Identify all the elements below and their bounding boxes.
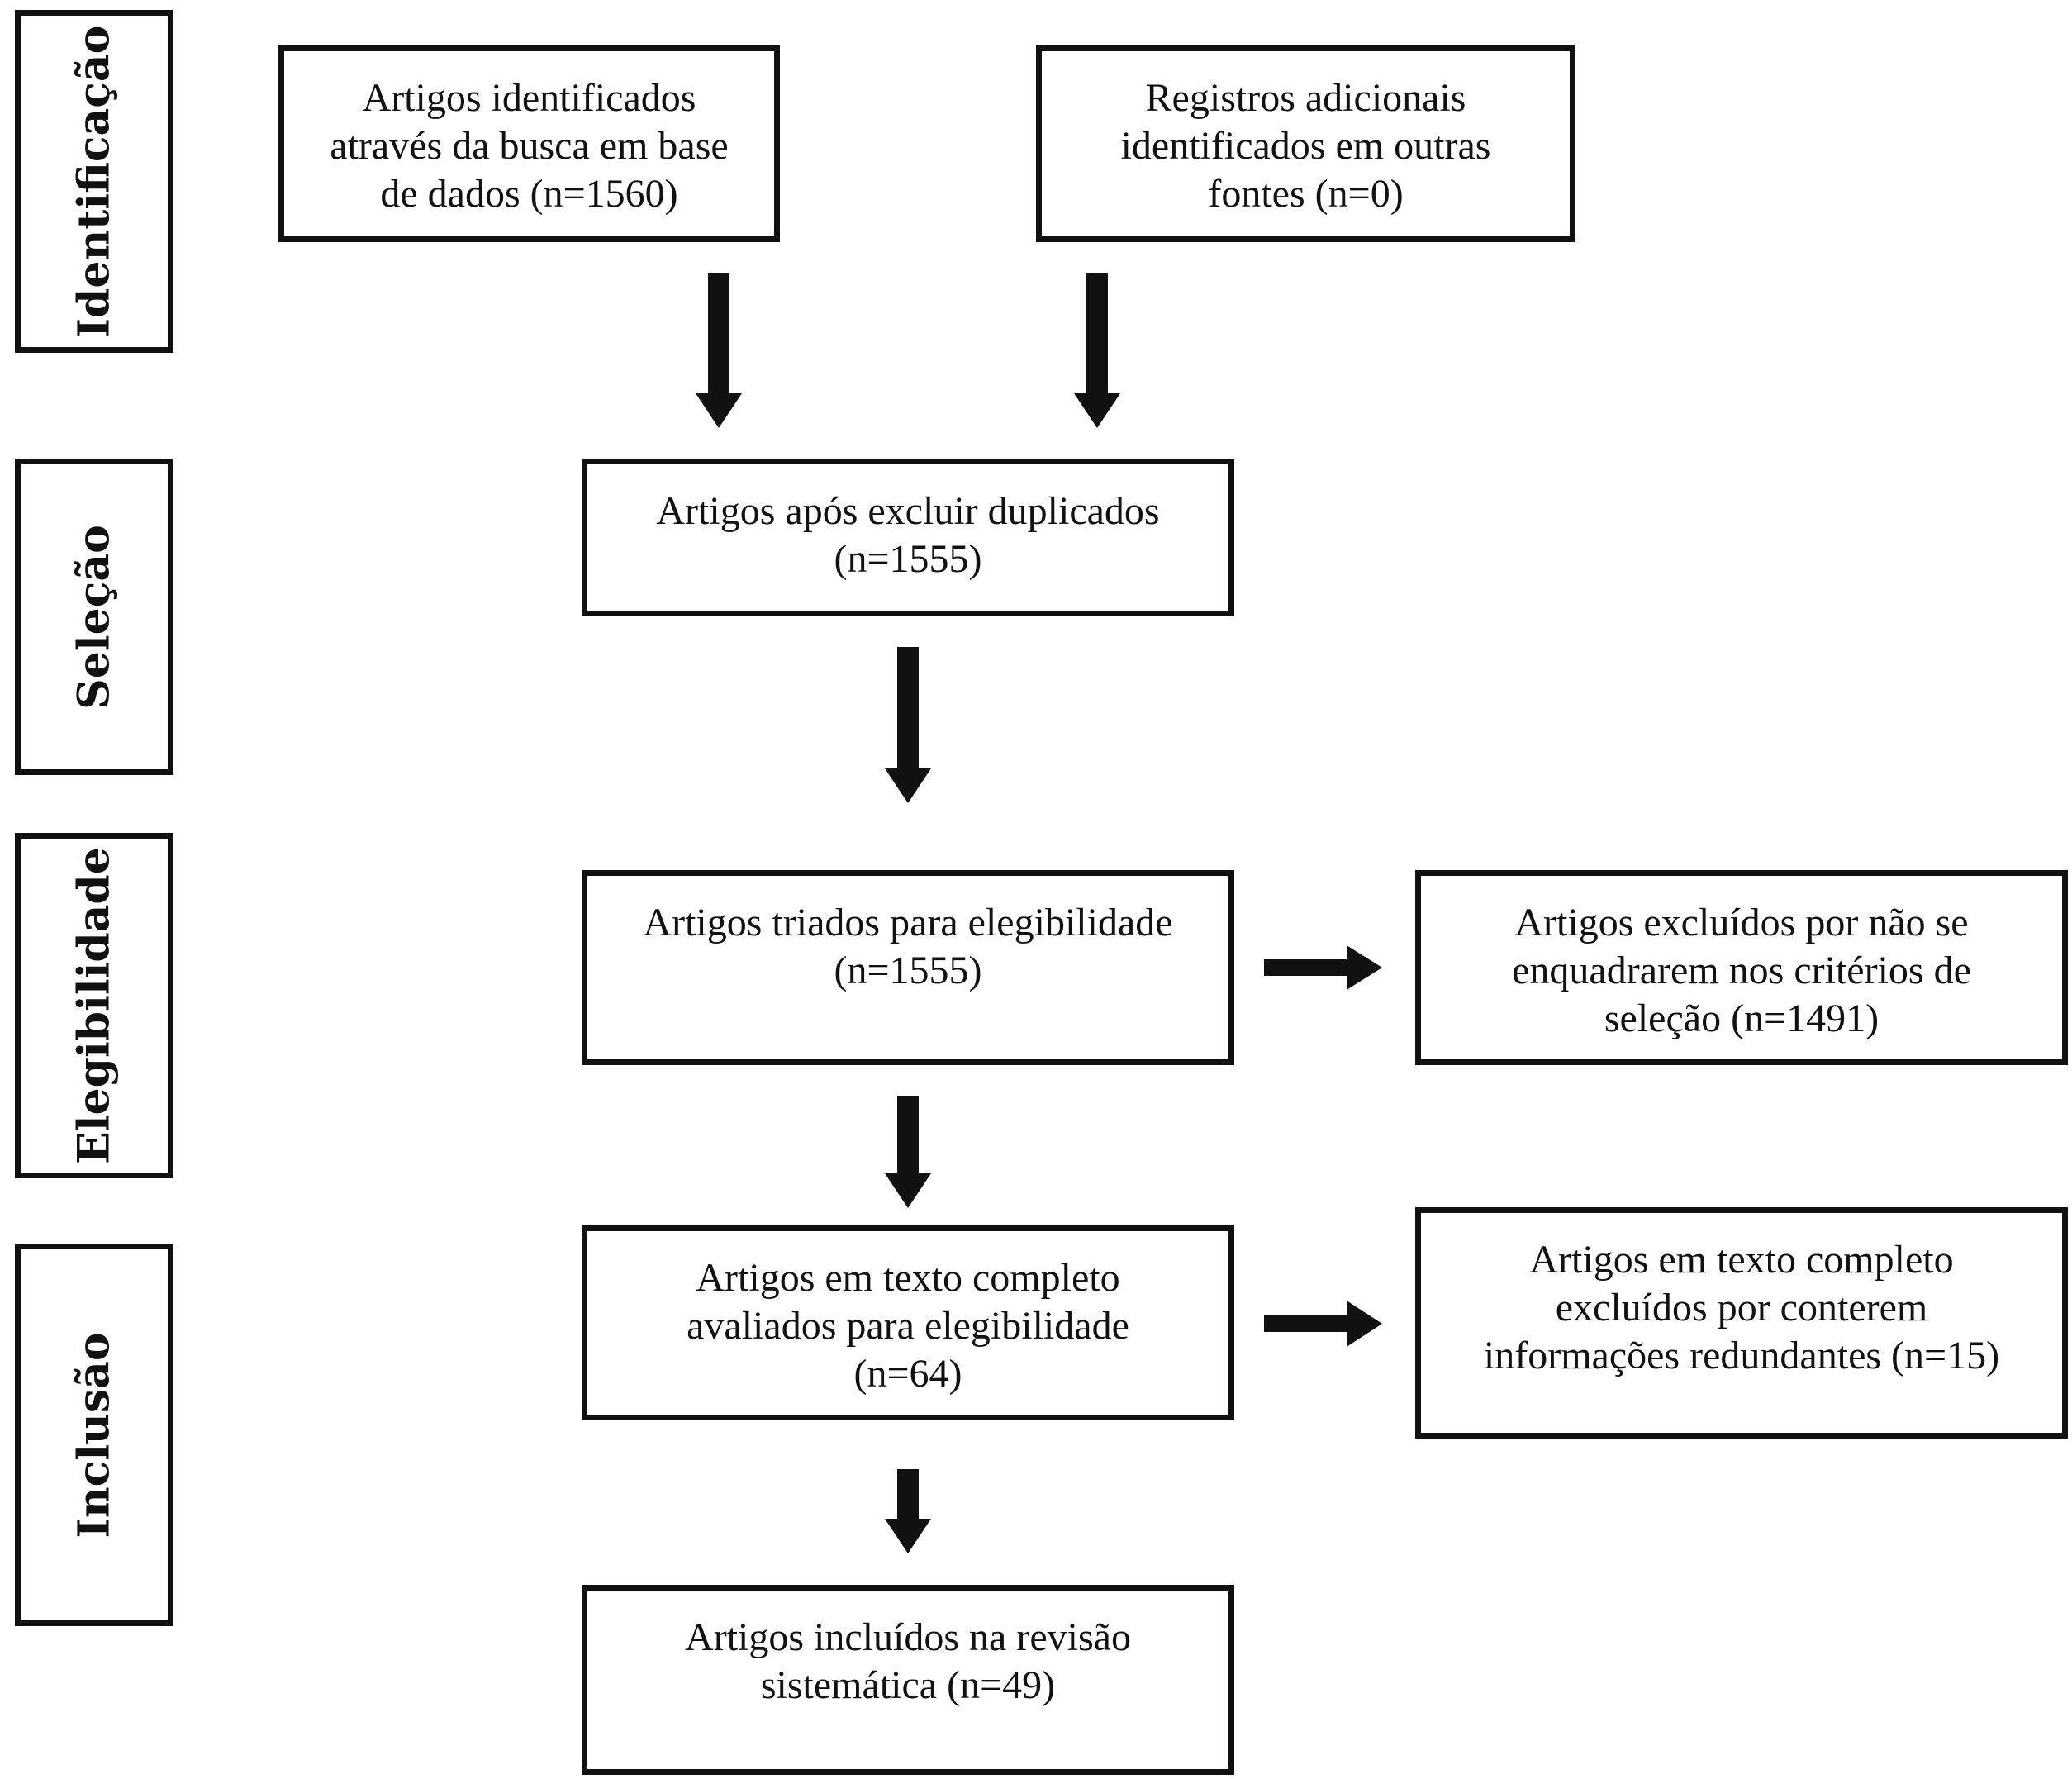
stage-selecao: Seleção <box>15 459 173 775</box>
arrow-down-after-duplicates <box>885 647 931 803</box>
arrow-down-full-text <box>885 1469 931 1553</box>
box-excluded-redundant: Artigos em texto completo excluídos por … <box>1415 1207 2068 1439</box>
box-included-text: Artigos incluídos na revisão sistemática… <box>685 1615 1131 1707</box>
arrow-right-full-text <box>1264 1301 1382 1347</box>
box-included: Artigos incluídos na revisão sistemática… <box>582 1585 1234 1775</box>
box-screened: Artigos triados para elegibilidade (n=15… <box>582 870 1234 1065</box>
box-screened-text: Artigos triados para elegibilidade (n=15… <box>643 901 1173 992</box>
arrow-down-database <box>696 273 742 428</box>
arrow-down-screened <box>885 1096 931 1208</box>
box-excluded-criteria: Artigos excluídos por não se enquadrarem… <box>1415 870 2068 1065</box>
box-excluded-criteria-text: Artigos excluídos por não se enquadrarem… <box>1512 901 1971 1040</box>
stage-elegibilidade: Elegibilidade <box>15 833 173 1178</box>
box-full-text-text: Artigos em texto completo avaliados para… <box>687 1256 1129 1396</box>
arrow-right-screened <box>1264 945 1382 990</box>
box-after-duplicates-text: Artigos após excluir duplicados (n=1555) <box>656 489 1160 581</box>
box-after-duplicates: Artigos após excluir duplicados (n=1555) <box>582 459 1234 616</box>
box-full-text: Artigos em texto completo avaliados para… <box>582 1225 1234 1420</box>
stage-identificacao: Identificação <box>15 10 173 353</box>
box-database-search: Artigos identificados através da busca e… <box>278 45 780 242</box>
box-database-search-text: Artigos identificados através da busca e… <box>330 76 729 216</box>
box-other-sources: Registros adicionais identificados em ou… <box>1036 45 1575 242</box>
box-excluded-redundant-text: Artigos em texto completo excluídos por … <box>1483 1238 2000 1377</box>
box-other-sources-text: Registros adicionais identificados em ou… <box>1120 76 1491 216</box>
arrow-down-other-sources <box>1074 273 1120 428</box>
stage-inclusao: Inclusão <box>15 1244 173 1626</box>
